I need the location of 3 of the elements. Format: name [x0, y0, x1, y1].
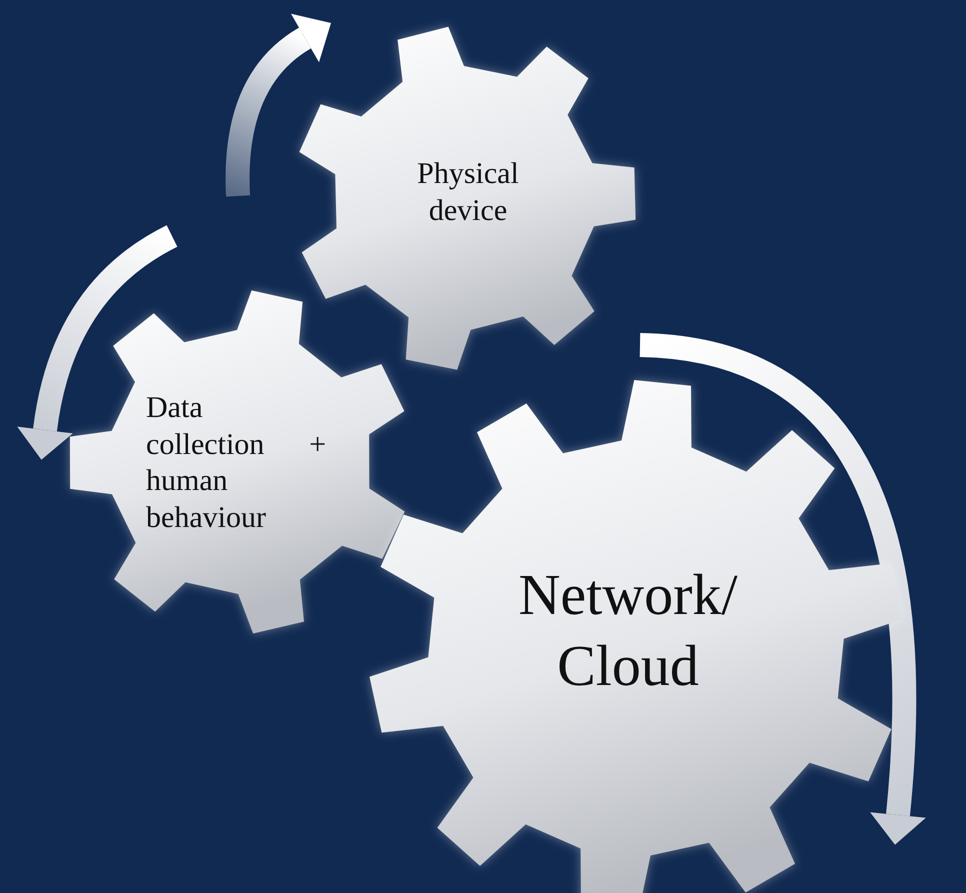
gear-label: Network/ Cloud — [517, 561, 739, 700]
gear-label: Physical device — [416, 156, 520, 229]
gear-label: Data collection + human behaviour — [146, 390, 326, 536]
